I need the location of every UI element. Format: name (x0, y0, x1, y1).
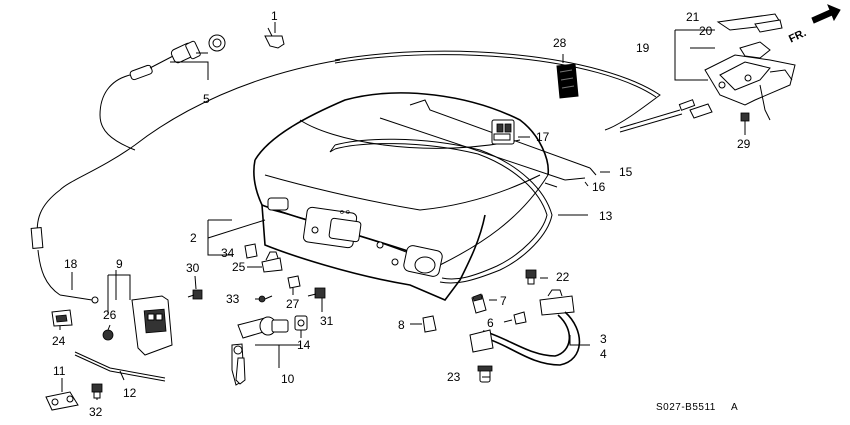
part-17-bracket (491, 119, 515, 145)
callout-4: 4 (600, 347, 607, 361)
callout-9: 9 (116, 257, 123, 271)
part-34-nut (244, 243, 258, 259)
callout-34: 34 (221, 246, 235, 260)
part-31-bolt (307, 287, 326, 299)
callout-19: 19 (636, 41, 650, 55)
callout-3: 3 (600, 332, 607, 346)
drawing-code-text: S027-B5511 (656, 402, 716, 413)
callout-2: 2 (190, 231, 197, 245)
part-25-bracket (261, 251, 283, 273)
part-6-cap (513, 311, 527, 325)
callout-1: 1 (271, 9, 278, 23)
torsion-rods (379, 99, 597, 188)
callout-27: 27 (286, 297, 300, 311)
callout-20: 20 (699, 24, 713, 38)
callout-17: 17 (536, 130, 550, 144)
part-1-clip (264, 22, 285, 49)
callout-8: 8 (398, 318, 405, 332)
part-32-bolt (91, 383, 103, 399)
part-3-4-hinge (469, 289, 581, 366)
drawing-code-suffix: A (731, 402, 738, 413)
callout-23: 23 (447, 370, 461, 384)
direction-label: FR. (787, 27, 808, 45)
callout-30: 30 (186, 261, 200, 275)
callout-14: 14 (297, 338, 311, 352)
callout-6: 6 (487, 316, 494, 330)
callout-7: 7 (500, 294, 507, 308)
part-7-bumper (471, 293, 487, 314)
part-23-bolt (477, 365, 493, 383)
part-27-nut (287, 275, 301, 289)
callout-18: 18 (64, 257, 78, 271)
release-cable (30, 50, 696, 304)
part-11-striker (45, 391, 79, 411)
part-28-pad (556, 63, 579, 99)
part-13-weatherstrip (329, 138, 553, 284)
callout-15: 15 (619, 165, 633, 179)
callout-12: 12 (123, 386, 137, 400)
callout-22: 22 (556, 270, 570, 284)
callout-25: 25 (232, 260, 246, 274)
callout-16: 16 (592, 180, 606, 194)
callout-31: 31 (320, 314, 334, 328)
part-14-cylinder-parts (294, 315, 308, 331)
callout-33: 33 (226, 292, 240, 306)
front-direction-arrow: FR. (787, 4, 841, 45)
callout-29: 29 (737, 137, 751, 151)
part-5-cable-cylinder (99, 34, 226, 151)
svg-text:o o: o o (340, 209, 350, 216)
part-9-actuator (107, 274, 173, 356)
callout-10: 10 (281, 372, 295, 386)
part-22-bolt (525, 269, 537, 285)
drawing-code: S027-B5511 A (656, 402, 738, 413)
callout-28: 28 (553, 36, 567, 50)
latch-assembly (689, 13, 796, 121)
callout-5: 5 (203, 92, 210, 106)
part-2-trunk-lid: o o (253, 92, 550, 301)
callout-21: 21 (686, 10, 700, 24)
part-30-bolt (187, 289, 203, 300)
part-10-key-cylinder (231, 316, 289, 386)
leader-lines (59, 29, 746, 400)
callout-13: 13 (599, 209, 613, 223)
callout-24: 24 (52, 334, 66, 348)
part-8-bumper (422, 315, 437, 333)
callout-26: 26 (103, 308, 117, 322)
part-26-clip (102, 329, 114, 341)
callout-numbers: 1 2 3 4 5 6 7 8 9 10 11 12 13 14 15 16 1… (52, 9, 751, 419)
callout-11: 11 (53, 364, 66, 378)
part-29-bolt (740, 112, 750, 128)
part-12-rod (74, 351, 166, 382)
part-33-screw (258, 295, 273, 303)
part-24-clip (51, 309, 73, 327)
callout-32: 32 (89, 405, 103, 419)
